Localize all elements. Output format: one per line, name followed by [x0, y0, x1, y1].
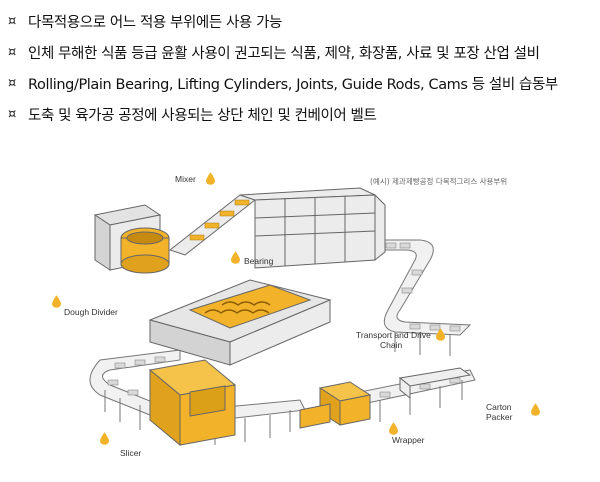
bullet-mark: ¤ [8, 76, 16, 91]
mixer-machine [93, 204, 170, 274]
bullet-mark: ¤ [8, 107, 16, 122]
feature-item: ¤ 인체 무해한 식품 등급 윤활 사용이 권고되는 식품, 제약, 화장품, … [8, 37, 598, 68]
label-transport-line1: Transport and Drive [356, 330, 431, 340]
label-transport-line2: Chain [380, 340, 402, 350]
feature-text: 인체 무해한 식품 등급 윤활 사용이 권고되는 식품, 제약, 화장품, 사료… [28, 46, 540, 62]
label-dough-divider: Dough Divider [64, 307, 118, 317]
lubrication-drop-icon [389, 422, 398, 435]
cooling-rack [168, 187, 386, 269]
feature-item: ¤ 다목적용으로 어느 적용 부위에든 사용 가능 [8, 6, 598, 37]
label-wrapper: Wrapper [392, 435, 425, 445]
feature-text: Rolling/Plain Bearing, Lifting Cylinders… [28, 77, 558, 93]
bullet-mark: ¤ [8, 14, 16, 29]
feature-text: 도축 및 육가공 공정에 사용되는 상단 체인 및 컨베이어 벨트 [28, 108, 377, 124]
diagram-caption: (예시) 제과제빵공정 다목적그리스 사용부위 [370, 176, 507, 186]
slicer-machine [148, 359, 237, 447]
carton-packer-machine [398, 367, 472, 400]
bullet-mark: ¤ [8, 45, 16, 60]
label-carton-line2: Packer [486, 412, 513, 422]
lubrication-drop-icon [100, 432, 109, 445]
lubrication-drop-icon [206, 172, 215, 185]
lubrication-drop-icon [231, 251, 240, 264]
dough-divider-machine [148, 279, 332, 366]
label-carton-line1: Carton [486, 402, 512, 412]
lubrication-drop-icon [52, 295, 61, 308]
lubrication-drop-icon [531, 403, 540, 416]
conveyor-slots [107, 242, 461, 406]
feature-item: ¤ Rolling/Plain Bearing, Lifting Cylinde… [8, 68, 598, 99]
feature-item: ¤ 도축 및 육가공 공정에 사용되는 상단 체인 및 컨베이어 벨트 [8, 99, 598, 130]
label-bearing: Bearing [244, 256, 274, 266]
wrapper-machine [299, 381, 372, 429]
bakery-line-diagram: (예시) 제과제빵공정 다목적그리스 사용부위 Mixer Bearing Do… [52, 172, 540, 458]
feature-text: 다목적용으로 어느 적용 부위에든 사용 가능 [28, 15, 282, 31]
feature-list: ¤ 다목적용으로 어느 적용 부위에든 사용 가능 ¤ 인체 무해한 식품 등급… [8, 6, 598, 130]
label-slicer: Slicer [120, 448, 141, 458]
incline-steps [189, 199, 250, 241]
label-mixer: Mixer [175, 174, 196, 184]
